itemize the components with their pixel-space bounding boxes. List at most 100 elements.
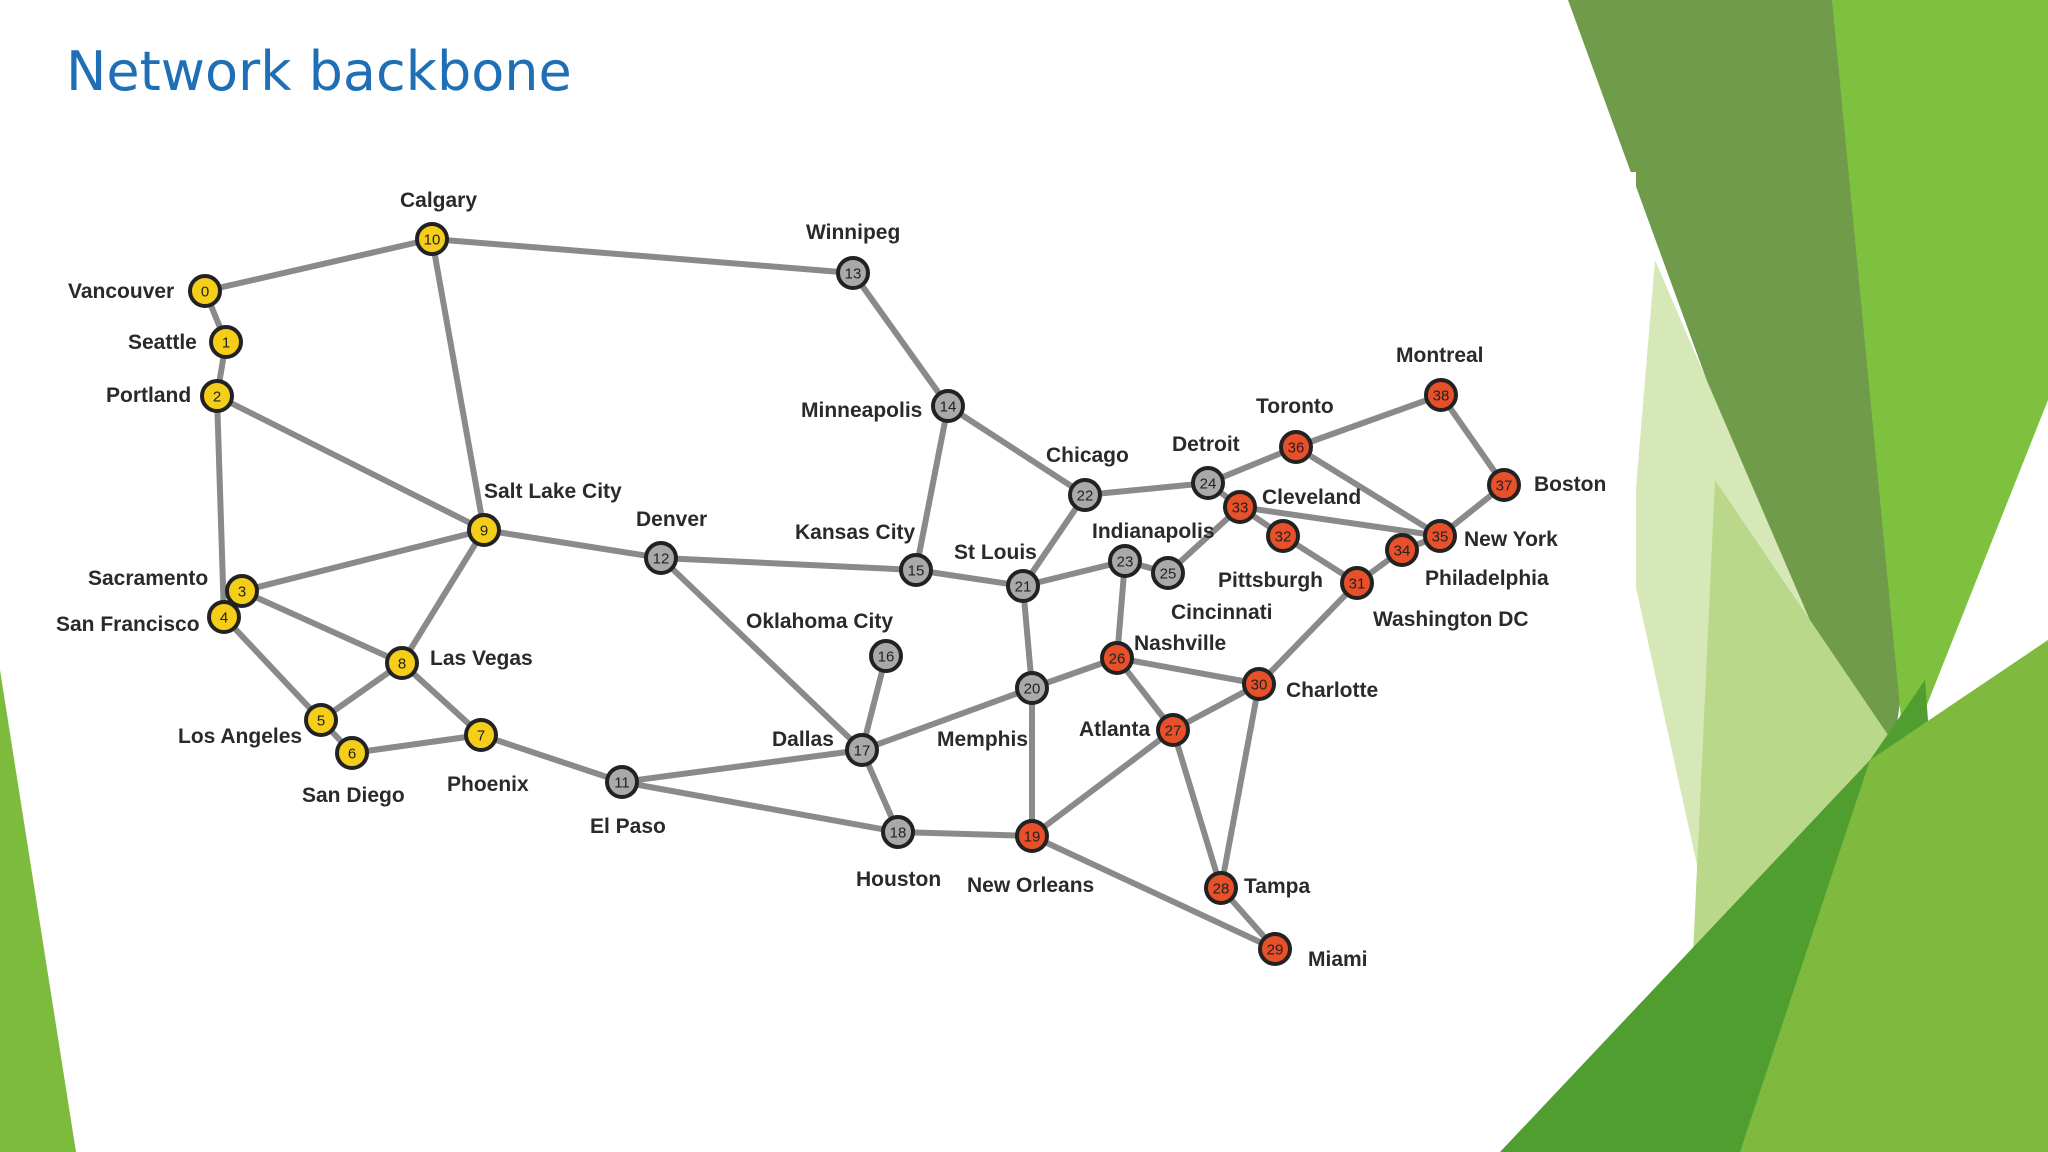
node-number: 20 (1024, 681, 1041, 698)
network-node: 26 (1100, 641, 1134, 675)
node-circle (1204, 871, 1238, 905)
city-label: El Paso (590, 815, 666, 838)
node-circle (1385, 533, 1419, 567)
node-circle (1423, 519, 1457, 553)
network-node: 23 (1108, 544, 1142, 578)
node-circle (200, 379, 234, 413)
city-label: Detroit (1172, 433, 1240, 456)
city-label: Miami (1308, 948, 1368, 971)
node-number: 21 (1015, 579, 1032, 596)
city-label: San Diego (302, 784, 405, 807)
network-link (1237, 504, 1443, 539)
network-node: 19 (1015, 819, 1049, 853)
network-node: 1 (209, 325, 243, 359)
city-label: Cleveland (1262, 486, 1361, 509)
network-node: 37 (1487, 468, 1521, 502)
node-number: 25 (1160, 566, 1177, 583)
city-label: Las Vegas (430, 647, 533, 670)
network-link (1256, 580, 1360, 687)
node-circle (1258, 932, 1292, 966)
node-circle (644, 541, 678, 575)
network-node: 13 (836, 256, 870, 290)
node-number: 9 (480, 523, 488, 540)
node-number: 22 (1077, 488, 1094, 505)
node-circle (1100, 641, 1134, 675)
node-number: 15 (908, 563, 925, 580)
network-node: 11 (605, 765, 639, 799)
network-link (945, 403, 1088, 498)
node-number: 14 (940, 399, 957, 416)
network-link (214, 393, 227, 620)
node-number: 23 (1117, 554, 1134, 571)
network-node: 12 (644, 541, 678, 575)
network-node: 0 (188, 274, 222, 308)
node-number: 29 (1267, 942, 1284, 959)
node-number: 8 (398, 656, 406, 673)
network-node: 4 (207, 600, 241, 634)
network-link (1293, 444, 1443, 539)
city-label: Chicago (1046, 444, 1129, 467)
city-label: San Francisco (56, 613, 200, 636)
network-link (399, 660, 484, 738)
network-node: 30 (1242, 667, 1276, 701)
network-link (1293, 392, 1444, 450)
node-number: 2 (213, 389, 221, 406)
network-node: 38 (1424, 378, 1458, 412)
network-link (1020, 492, 1088, 589)
network-link (619, 779, 901, 835)
node-circle (415, 222, 449, 256)
node-number: 1 (222, 335, 230, 352)
node-number: 19 (1024, 829, 1041, 846)
network-node: 2 (200, 379, 234, 413)
node-number: 27 (1165, 723, 1182, 740)
network-node: 28 (1204, 871, 1238, 905)
edge-layer (202, 236, 1507, 952)
decor-left-wedge (0, 670, 76, 1152)
node-circle (1266, 519, 1300, 553)
node-number: 35 (1432, 529, 1449, 546)
node-number: 12 (653, 551, 670, 568)
node-circle (1015, 671, 1049, 705)
network-link (1020, 558, 1128, 589)
network-link (1218, 681, 1262, 891)
network-node: 7 (464, 718, 498, 752)
node-number: 3 (238, 584, 246, 601)
network-node: 21 (1006, 569, 1040, 603)
node-number: 28 (1213, 881, 1230, 898)
network-link (429, 236, 856, 276)
network-node: 9 (467, 513, 501, 547)
network-link (349, 732, 484, 756)
node-number: 18 (890, 825, 907, 842)
network-link (850, 270, 951, 409)
network-link (859, 685, 1035, 753)
network-link (1438, 392, 1507, 488)
city-label: Sacramento (88, 567, 208, 590)
city-label: Phoenix (447, 773, 529, 796)
node-number: 26 (1109, 651, 1126, 668)
node-number: 38 (1433, 388, 1450, 405)
city-label: Minneapolis (801, 399, 922, 422)
city-label: Indianapolis (1092, 520, 1215, 543)
city-label: Montreal (1396, 344, 1484, 367)
network-node: 8 (385, 646, 419, 680)
city-label: Dallas (772, 728, 834, 751)
network-node: 27 (1156, 713, 1190, 747)
network-link (478, 732, 625, 785)
city-label: New Orleans (967, 874, 1094, 897)
node-number: 33 (1232, 500, 1249, 517)
node-number: 17 (854, 743, 871, 760)
network-link (239, 588, 405, 666)
decor-triangle-corner (1740, 640, 2048, 1152)
network-link (1029, 727, 1176, 839)
network-link (221, 614, 324, 723)
network-node: 29 (1258, 932, 1292, 966)
network-link (619, 747, 865, 785)
node-circle (1487, 468, 1521, 502)
node-circle (836, 256, 870, 290)
network-node: 6 (335, 736, 369, 770)
network-link (658, 555, 865, 753)
city-label: Denver (636, 508, 707, 531)
network-node: 20 (1015, 671, 1049, 705)
city-label: Houston (856, 868, 941, 891)
